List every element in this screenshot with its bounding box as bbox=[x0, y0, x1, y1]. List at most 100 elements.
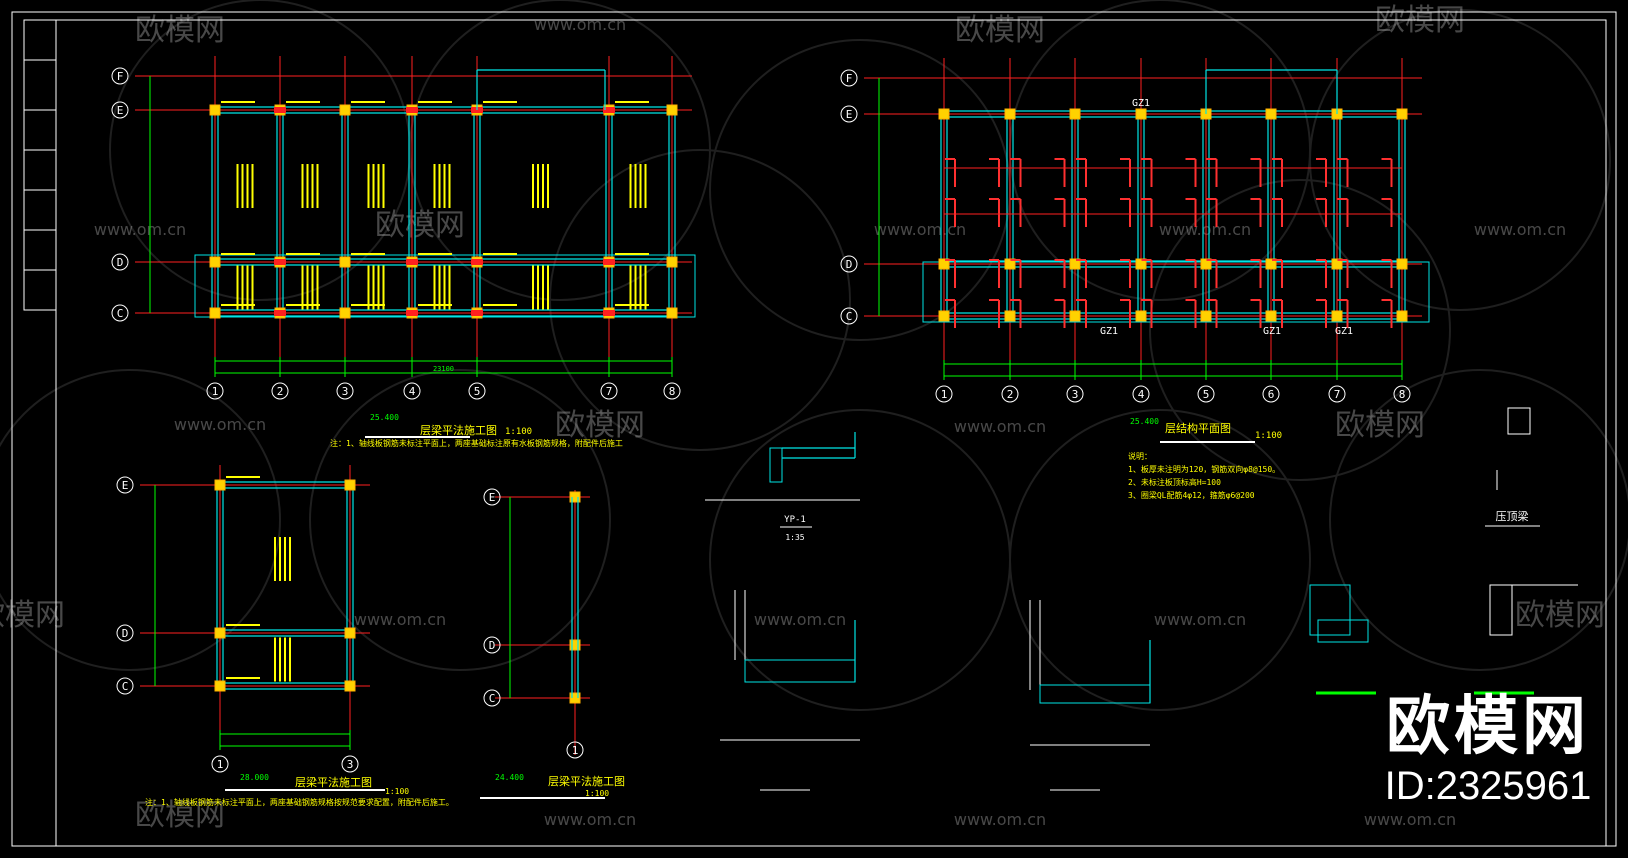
column bbox=[666, 256, 678, 268]
column bbox=[209, 256, 221, 268]
watermark-text: 欧模网 bbox=[1515, 598, 1605, 633]
axis-bubble-C-label: C bbox=[846, 310, 853, 323]
plan-small1-title: 层梁平法施工图 bbox=[295, 775, 372, 789]
tie-mark bbox=[471, 310, 483, 316]
column bbox=[1069, 258, 1081, 270]
axis-bubble-D-circle bbox=[483, 636, 501, 654]
yp-scale: 1:35 bbox=[785, 533, 804, 542]
column bbox=[339, 104, 351, 116]
axis-bubble-C-circle bbox=[116, 677, 134, 695]
column bbox=[214, 680, 226, 692]
axis-bubble-1-circle bbox=[935, 385, 953, 403]
watermark-circle bbox=[709, 39, 1011, 341]
plan-left-note: 注：1、轴线板钢筋未标注平面上，两座基础标注原有水板钢筋规格，附配件后施工 bbox=[330, 438, 623, 448]
axis-bubble-D-circle bbox=[840, 255, 858, 273]
watermark-circle bbox=[1309, 9, 1611, 311]
column bbox=[1004, 108, 1016, 120]
watermark-circle bbox=[709, 409, 1011, 711]
column bbox=[1265, 258, 1277, 270]
axis-bubble-E-label: E bbox=[122, 479, 129, 492]
axis-bubble-5-label: 5 bbox=[1203, 388, 1210, 401]
column bbox=[1265, 108, 1277, 120]
watermark-text: www.om.cn bbox=[1474, 220, 1566, 239]
watermark-text: 欧模网 bbox=[955, 13, 1045, 48]
plan-left-title: 层梁平法施工图 bbox=[420, 423, 497, 437]
column bbox=[339, 256, 351, 268]
axis-bubble-3-label: 3 bbox=[347, 758, 354, 771]
column bbox=[569, 639, 581, 651]
axis-bubble-F-label: F bbox=[846, 72, 853, 85]
axis-bubble-E-circle bbox=[111, 101, 129, 119]
column bbox=[1004, 258, 1016, 270]
column bbox=[1396, 258, 1408, 270]
axis-bubble-E-circle bbox=[840, 105, 858, 123]
plan-small1-scale: 1:100 bbox=[385, 787, 409, 796]
watermark-text: www.om.cn bbox=[94, 220, 186, 239]
axis-bubble-1-circle bbox=[206, 382, 224, 400]
tie-mark bbox=[603, 310, 615, 316]
axis-bubble-3-circle bbox=[1066, 385, 1084, 403]
watermark-layer bbox=[0, 0, 1628, 711]
axis-bubble-C-circle bbox=[840, 307, 858, 325]
plan-right-note: 3、圈梁QL配筋4φ12，箍筋φ6@200 bbox=[1128, 490, 1255, 500]
drawing-frame bbox=[55, 19, 1607, 847]
plan-right-title: 层结构平面图 bbox=[1165, 421, 1231, 435]
axis-bubble-E-label: E bbox=[846, 108, 853, 121]
axis-bubble-4-circle bbox=[1132, 385, 1150, 403]
watermark-circle bbox=[409, 0, 711, 301]
axis-bubble-6-label: 6 bbox=[1268, 388, 1275, 401]
axis-bubble-2-circle bbox=[1001, 385, 1019, 403]
gz-label: GZ1 bbox=[1263, 326, 1281, 337]
plan-small1-elev: 28.000 bbox=[240, 773, 269, 782]
axis-bubble-E-circle bbox=[483, 488, 501, 506]
watermark-text: 欧模网 bbox=[135, 798, 225, 833]
dim-total: 23100 bbox=[433, 365, 454, 373]
axis-bubble-7-circle bbox=[1328, 385, 1346, 403]
watermark-text: 欧模网 bbox=[375, 208, 465, 243]
column bbox=[214, 627, 226, 639]
axis-bubble-C-circle bbox=[111, 304, 129, 322]
column bbox=[209, 307, 221, 319]
beam-section bbox=[1317, 619, 1369, 643]
watermark-circle bbox=[1329, 369, 1628, 671]
axis-bubble-D-label: D bbox=[489, 639, 496, 652]
slab-section bbox=[744, 659, 856, 683]
tie-mark bbox=[406, 310, 418, 316]
watermark-circle bbox=[1009, 409, 1311, 711]
watermark-text: 欧模网 bbox=[0, 598, 65, 633]
column bbox=[209, 104, 221, 116]
plan-small1-note: 注：1、轴线板钢筋未标注平面上，两座基础钢筋规格按规范要求配置，附配件后施工。 bbox=[145, 797, 454, 807]
axis-bubble-1-label: 1 bbox=[217, 758, 224, 771]
axis-bubble-8-label: 8 bbox=[669, 385, 676, 398]
watermark-circle bbox=[109, 0, 411, 301]
column bbox=[1396, 108, 1408, 120]
beam-section bbox=[1309, 584, 1351, 636]
watermark-text: www.om.cn bbox=[954, 810, 1046, 829]
plan-left-elev: 25.400 bbox=[370, 413, 399, 422]
tie-mark bbox=[603, 107, 615, 113]
column bbox=[1135, 108, 1147, 120]
column bbox=[1200, 258, 1212, 270]
axis-bubble-D-label: D bbox=[117, 256, 124, 269]
watermark-text: www.om.cn bbox=[544, 810, 636, 829]
axis-bubble-D-label: D bbox=[846, 258, 853, 271]
watermark-text: www.om.cn bbox=[754, 610, 846, 629]
watermark-circle bbox=[0, 369, 281, 671]
watermark-text: www.om.cn bbox=[354, 610, 446, 629]
axis-bubble-7-circle bbox=[600, 382, 618, 400]
beam-section bbox=[1489, 584, 1513, 636]
brand-badge: 欧模网 ID:2325961 bbox=[1368, 690, 1608, 810]
slab-band bbox=[922, 261, 1430, 323]
axis-bubble-E-circle bbox=[116, 476, 134, 494]
axis-bubble-8-circle bbox=[1393, 385, 1411, 403]
axis-bubble-1-label: 1 bbox=[572, 744, 579, 757]
axis-bubble-6-circle bbox=[1262, 385, 1280, 403]
axis-bubble-7-label: 7 bbox=[1334, 388, 1341, 401]
watermark-text: 欧模网 bbox=[135, 13, 225, 48]
column bbox=[339, 307, 351, 319]
detail-yp1: YP-1 1:35 bbox=[705, 432, 860, 542]
yp-label: YP-1 bbox=[784, 515, 806, 525]
